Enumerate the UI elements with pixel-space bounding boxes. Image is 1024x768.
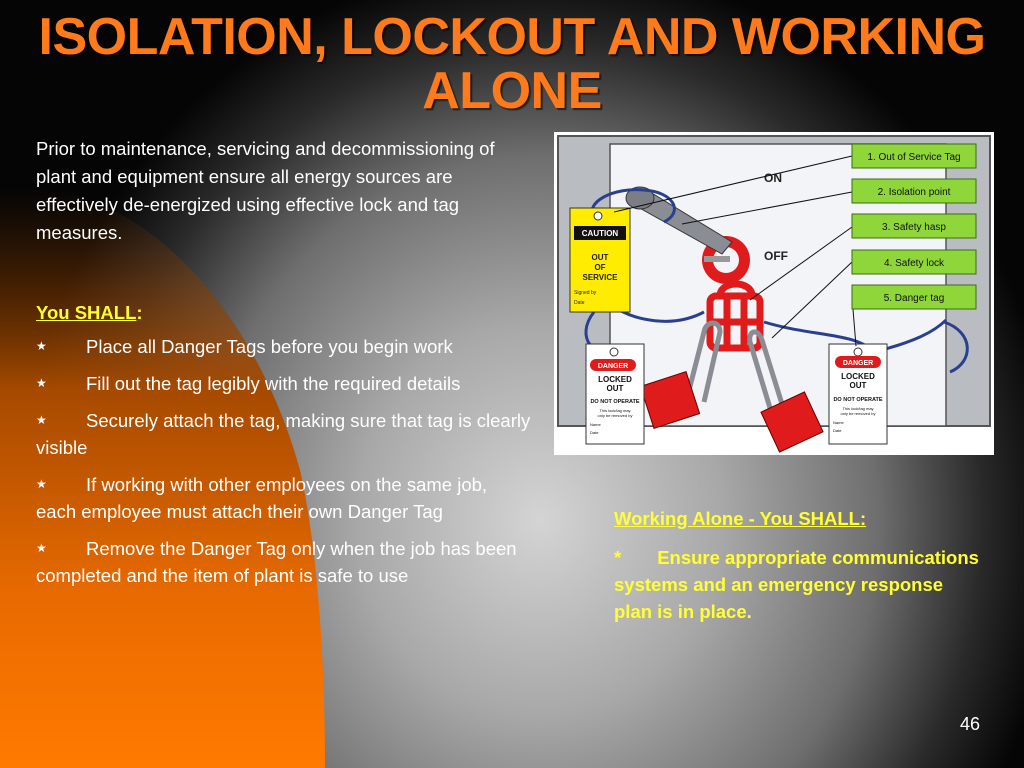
- star-bullet-icon: ★: [36, 477, 47, 491]
- slide-title: ISOLATION, LOCKOUT AND WORKING ALONE: [0, 10, 1024, 118]
- label-pointers: [613, 155, 857, 347]
- svg-text:OF: OF: [594, 263, 605, 272]
- list-item: ★Place all Danger Tags before you begin …: [36, 333, 531, 360]
- label-box: [851, 178, 977, 204]
- svg-text:Name: Name: [590, 422, 601, 427]
- svg-text:Date: Date: [590, 430, 599, 435]
- svg-text:LOCKED: LOCKED: [841, 372, 875, 381]
- svg-text:DO NOT OPERATE: DO NOT OPERATE: [590, 399, 639, 405]
- asterisk-bullet-icon: *: [614, 547, 622, 568]
- label-box: [851, 143, 977, 169]
- svg-text:DANGER: DANGER: [598, 363, 628, 370]
- switch-off-label: OFF: [764, 249, 788, 263]
- list-item: ★Securely attach the tag, making sure th…: [36, 407, 531, 461]
- svg-text:Date: Date: [574, 300, 585, 306]
- svg-text:CAUTION: CAUTION: [582, 229, 619, 238]
- svg-text:OUT: OUT: [607, 384, 624, 393]
- svg-text:OUT: OUT: [850, 381, 867, 390]
- switch-lug: [704, 256, 730, 262]
- label-safety-lock: 4. Safety lock: [884, 258, 945, 269]
- padlock-icon: [639, 320, 723, 429]
- star-bullet-icon: ★: [36, 376, 47, 390]
- switch-handle-icon: [625, 186, 733, 255]
- svg-text:only be removed by: only be removed by: [598, 413, 633, 418]
- svg-text:Date: Date: [833, 428, 842, 433]
- padlock-icon: [747, 329, 824, 453]
- label-danger-tag: 5. Danger tag: [884, 293, 945, 304]
- label-isolation-point: 2. Isolation point: [878, 187, 951, 198]
- star-bullet-icon: ★: [36, 541, 47, 555]
- legend-labels: 1. Out of Service Tag 2. Isolation point…: [851, 143, 977, 310]
- lockout-diagram: ON OFF: [557, 135, 991, 453]
- star-bullet-icon: ★: [36, 339, 47, 353]
- label-out-of-service-tag: 1. Out of Service Tag: [867, 152, 960, 163]
- label-safety-hasp: 3. Safety hasp: [882, 222, 946, 233]
- svg-text:LOCKED: LOCKED: [598, 375, 632, 384]
- danger-tag-right: DANGER LOCKED OUT DO NOT OPERATE This lo…: [828, 343, 888, 445]
- svg-text:OUT: OUT: [592, 253, 609, 262]
- svg-text:This lock/tag may: This lock/tag may: [599, 408, 630, 413]
- left-column: Prior to maintenance, servicing and deco…: [36, 135, 531, 599]
- svg-text:SERVICE: SERVICE: [583, 273, 619, 282]
- intro-paragraph: Prior to maintenance, servicing and deco…: [36, 138, 495, 243]
- svg-text:Name: Name: [833, 420, 844, 425]
- page-number: 46: [960, 714, 981, 734]
- svg-text:DANGER: DANGER: [843, 360, 873, 367]
- svg-text:DO NOT OPERATE: DO NOT OPERATE: [833, 397, 882, 403]
- working-alone-section: Working Alone - You SHALL: * Ensure appr…: [614, 505, 984, 625]
- list-item: ★Fill out the tag legibly with the requi…: [36, 370, 531, 397]
- title-line-2: ALONE: [422, 62, 602, 120]
- lockout-illustration: ON OFF: [554, 132, 994, 455]
- out-of-service-tag: CAUTION OUT OF SERVICE Signed by Date: [569, 207, 631, 313]
- list-item: ★If working with other employees on the …: [36, 471, 531, 525]
- label-box: [851, 213, 977, 239]
- star-bullet-icon: ★: [36, 413, 47, 427]
- switch-on-label: ON: [764, 171, 782, 185]
- label-box: [851, 249, 977, 275]
- svg-text:Signed by: Signed by: [574, 290, 597, 296]
- working-alone-heading: Working Alone - You SHALL:: [614, 508, 867, 529]
- title-line-1: ISOLATION, LOCKOUT AND WORKING: [38, 8, 986, 66]
- svg-text:only be removed by: only be removed by: [841, 411, 876, 416]
- danger-tag-left: DANGER LOCKED OUT DO NOT OPERATE This lo…: [585, 343, 645, 445]
- label-box: [851, 284, 977, 310]
- shall-list: ★Place all Danger Tags before you begin …: [36, 333, 531, 589]
- list-item: ★Remove the Danger Tag only when the job…: [36, 535, 531, 589]
- you-shall-heading: You SHALL:: [36, 302, 143, 323]
- svg-text:This lock/tag may: This lock/tag may: [842, 406, 873, 411]
- working-alone-item: * Ensure appropriate communications syst…: [614, 547, 979, 622]
